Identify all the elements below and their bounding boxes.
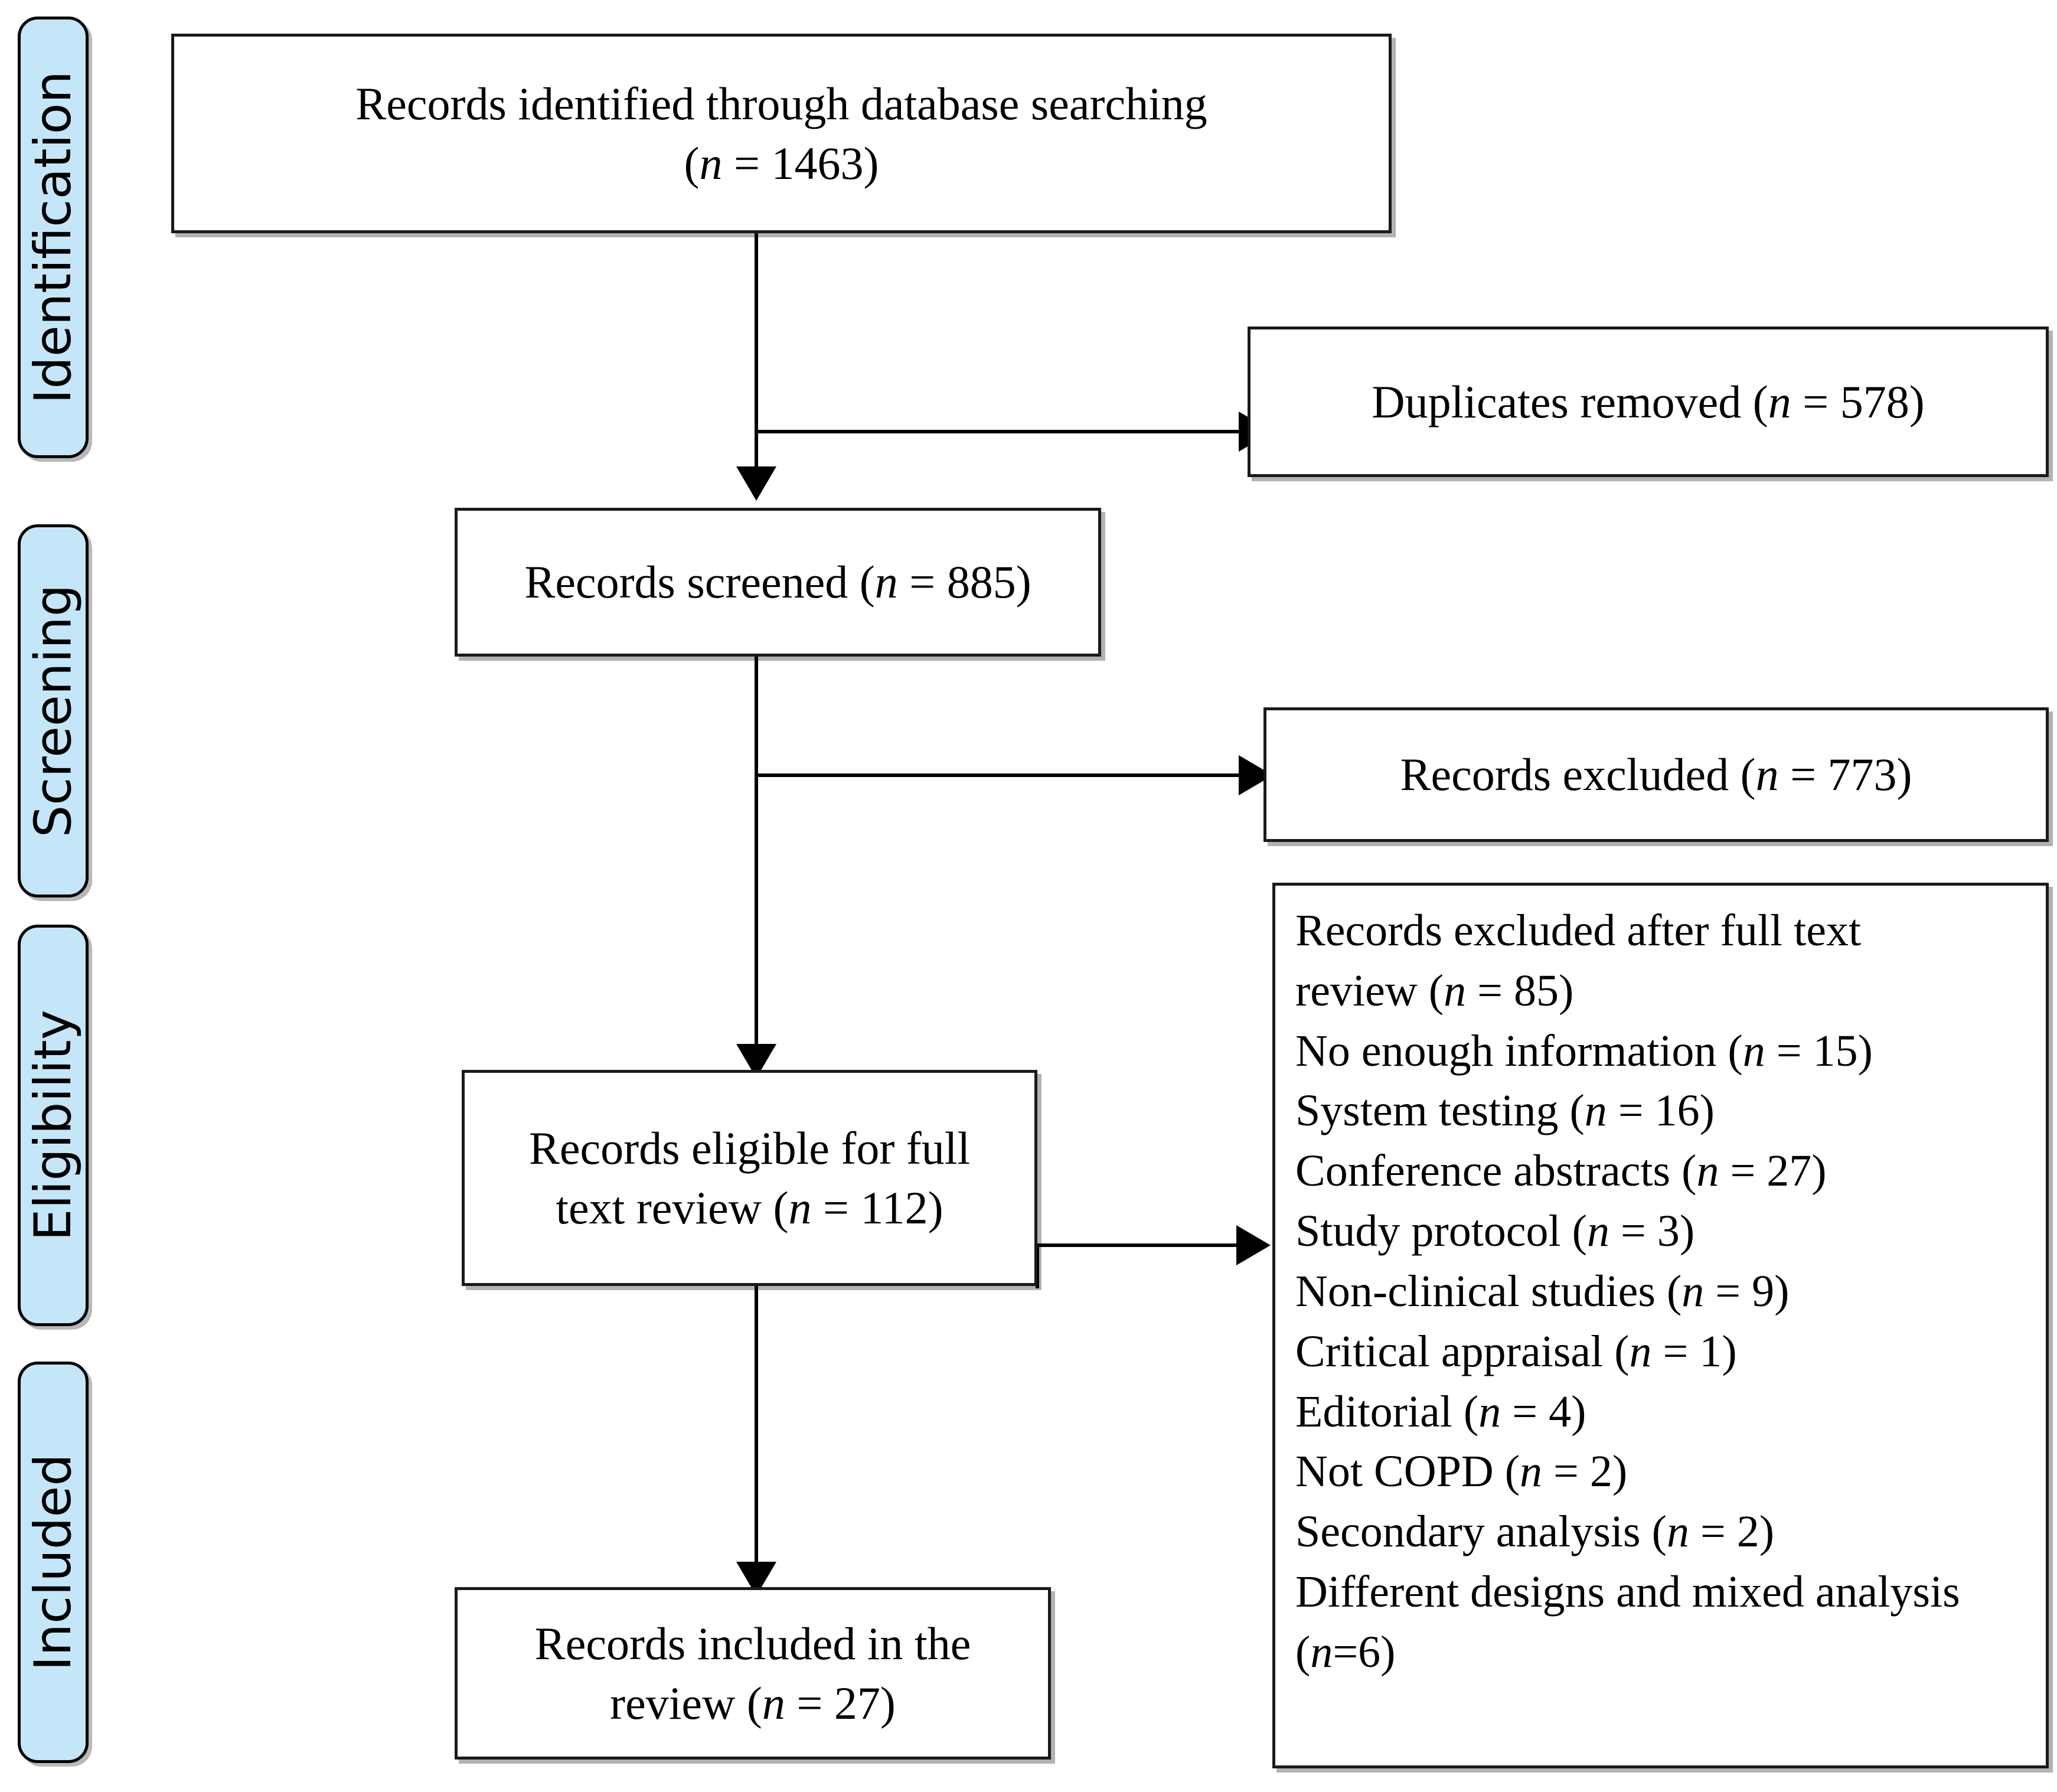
screened-n-symbol: n (874, 556, 898, 608)
box-records-eligible-text: Records eligible for full text review (n… (509, 1118, 990, 1238)
eligible-value: = 112) (811, 1182, 943, 1233)
box-duplicates-removed: Duplicates removed (n = 578) (1248, 327, 2049, 477)
exclusion-heading-prefix: review ( (1295, 965, 1444, 1016)
excluded-prefix: Records excluded ( (1400, 749, 1756, 801)
exclusion-reason-item: Study protocol (n = 3) (1295, 1202, 2028, 1262)
exclusion-heading-n-symbol: n (1444, 965, 1467, 1016)
exclusion-item-0-value: = 15) (1765, 1026, 1873, 1076)
exclusion-reason-heading: Records excluded after full text review … (1295, 901, 2028, 1021)
final-prefix: review ( (610, 1677, 762, 1729)
connector-identified-to-duplicates (755, 430, 1250, 433)
exclusion-item-4-value: = 9) (1704, 1266, 1790, 1316)
connector-eligible-to-final (755, 1286, 758, 1587)
exclusion-item-2-n-symbol: n (1696, 1146, 1719, 1196)
box-records-identified: Records identified through database sear… (171, 34, 1392, 233)
exclusion-item-4-label: Non-clinical studies ( (1295, 1266, 1682, 1316)
box-records-included-text: Records included in the review (n = 27) (515, 1614, 991, 1734)
exclusion-item-6-value: = 4) (1501, 1386, 1586, 1437)
stage-label-identification: Identification (18, 17, 89, 458)
exclusion-reason-item: Non-clinical studies (n = 9) (1295, 1262, 2028, 1322)
records-identified-line1: Records identified through database sear… (355, 77, 1207, 129)
exclusion-item-8-value: = 2) (1689, 1507, 1775, 1557)
exclusion-item-9-label: Different designs and mixed analysis ( (1295, 1567, 1960, 1677)
exclusion-reason-item: Different designs and mixed analysis (n=… (1295, 1562, 2028, 1683)
final-n-symbol: n (762, 1677, 785, 1729)
connector-identified-to-screened (755, 233, 758, 493)
eligible-n-symbol: n (788, 1182, 812, 1233)
exclusion-item-8-n-symbol: n (1666, 1507, 1689, 1557)
connector-eligible-side-stub (1036, 1243, 1039, 1288)
box-records-eligible: Records eligible for full text review (n… (462, 1070, 1037, 1286)
exclusion-item-5-value: = 1) (1651, 1326, 1737, 1376)
final-line1: Records included in the (534, 1617, 971, 1669)
stage-label-identification-text: Identification (24, 71, 83, 404)
box-records-included: Records included in the review (n = 27) (455, 1587, 1051, 1760)
records-identified-prefix: ( (684, 138, 700, 189)
exclusion-item-0-label: No enough information ( (1295, 1026, 1743, 1076)
exclusion-item-7-label: Not COPD ( (1295, 1447, 1520, 1497)
box-exclusion-reasons-text: Records excluded after full text review … (1275, 886, 2046, 1683)
connector-eligible-to-exclusion-reasons (1036, 1243, 1248, 1247)
exclusion-item-6-label: Editorial ( (1295, 1386, 1479, 1437)
exclusion-item-9-value: =6) (1333, 1627, 1396, 1677)
arrowhead-eligible-to-exclusion-reasons (1236, 1225, 1271, 1265)
box-records-identified-text: Records identified through database sear… (335, 74, 1227, 194)
connector-screened-to-eligible (755, 657, 758, 1070)
exclusion-item-5-label: Critical appraisal ( (1295, 1326, 1630, 1376)
screened-prefix: Records screened ( (524, 556, 875, 608)
stage-label-eligibility: Eligibility (18, 925, 89, 1326)
exclusion-item-0-n-symbol: n (1742, 1026, 1765, 1076)
stage-label-eligibility-text: Eligibility (24, 1010, 83, 1241)
exclusion-reason-item: No enough information (n = 15) (1295, 1021, 2028, 1082)
excluded-n-symbol: n (1755, 749, 1779, 801)
exclusion-heading-value: = 85) (1466, 965, 1574, 1016)
eligible-prefix: text review ( (556, 1182, 789, 1233)
exclusion-item-1-n-symbol: n (1584, 1086, 1607, 1136)
exclusion-item-3-n-symbol: n (1586, 1206, 1609, 1256)
exclusion-reason-item: Conference abstracts (n = 27) (1295, 1141, 2028, 1202)
exclusion-item-4-n-symbol: n (1681, 1266, 1705, 1316)
exclusion-item-8-label: Secondary analysis ( (1295, 1507, 1667, 1557)
stage-label-screening: Screening (18, 524, 89, 897)
exclusion-reason-item: Not COPD (n = 2) (1295, 1442, 2028, 1502)
exclusion-item-7-value: = 2) (1542, 1447, 1628, 1497)
exclusion-item-2-label: Conference abstracts ( (1295, 1146, 1697, 1196)
box-records-excluded: Records excluded (n = 773) (1263, 707, 2049, 842)
exclusion-item-3-value: = 3) (1609, 1206, 1695, 1256)
duplicates-value: = 578) (1791, 376, 1925, 427)
box-duplicates-removed-text: Duplicates removed (n = 578) (1351, 372, 1944, 432)
exclusion-item-2-value: = 27) (1719, 1146, 1827, 1196)
exclusion-item-9-n-symbol: n (1310, 1627, 1333, 1677)
exclusion-reason-item: Secondary analysis (n = 2) (1295, 1502, 2028, 1562)
exclusion-reason-item: System testing (n = 16) (1295, 1081, 2028, 1141)
exclusion-item-1-value: = 16) (1607, 1086, 1715, 1136)
excluded-value: = 773) (1778, 749, 1912, 801)
duplicates-prefix: Duplicates removed ( (1372, 376, 1768, 427)
stage-label-screening-text: Screening (24, 584, 83, 838)
records-identified-value: = 1463) (722, 138, 879, 189)
exclusion-item-6-n-symbol: n (1478, 1386, 1501, 1437)
box-records-excluded-text: Records excluded (n = 773) (1380, 745, 1932, 804)
records-identified-n-symbol: n (699, 138, 723, 189)
stage-label-included: Included (18, 1362, 89, 1763)
final-value: = 27) (785, 1677, 896, 1729)
eligible-line1: Records eligible for full (528, 1122, 971, 1174)
stage-label-included-text: Included (24, 1454, 83, 1671)
exclusion-reason-item: Critical appraisal (n = 1) (1295, 1322, 2028, 1382)
exclusion-item-5-n-symbol: n (1629, 1326, 1652, 1376)
exclusion-item-1-label: System testing ( (1295, 1086, 1585, 1136)
exclusion-heading-line1: Records excluded after full text (1295, 906, 1862, 955)
screened-value: = 885) (897, 556, 1031, 608)
exclusion-item-7-n-symbol: n (1520, 1447, 1543, 1497)
exclusion-item-3-label: Study protocol ( (1295, 1206, 1587, 1256)
connector-screened-to-excluded (755, 773, 1250, 777)
box-records-screened-text: Records screened (n = 885) (504, 552, 1051, 612)
box-exclusion-reasons: Records excluded after full text review … (1272, 883, 2049, 1768)
arrowhead-identified-to-screened (736, 466, 776, 501)
duplicates-n-symbol: n (1768, 376, 1791, 427)
exclusion-reason-item: Editorial (n = 4) (1295, 1382, 2028, 1442)
box-records-screened: Records screened (n = 885) (455, 508, 1101, 657)
